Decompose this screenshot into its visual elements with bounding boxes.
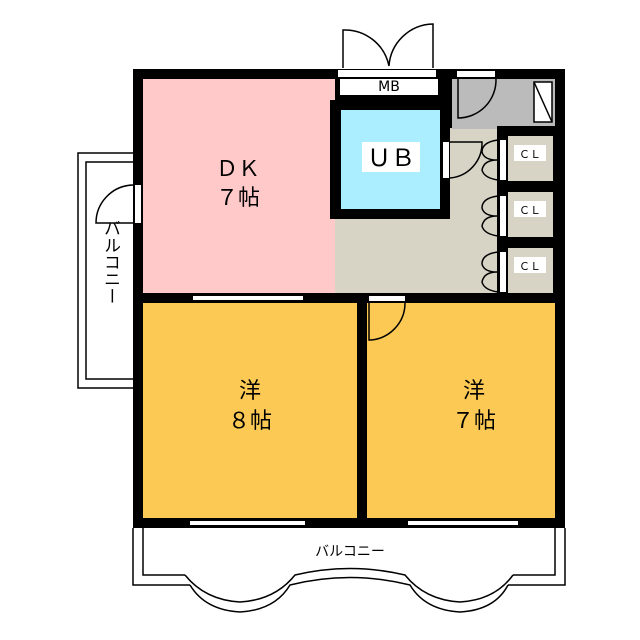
closet-label: ＣＬ bbox=[519, 204, 541, 217]
window bbox=[190, 521, 305, 525]
closet-label: ＣＬ bbox=[519, 260, 541, 273]
closets bbox=[481, 126, 565, 296]
window bbox=[193, 296, 303, 300]
dk-name: ＤＫ bbox=[216, 157, 260, 182]
balcony-door-arc bbox=[95, 184, 134, 224]
bottom-balcony-label: バルコニー bbox=[315, 544, 385, 560]
bottom-balcony bbox=[132, 528, 566, 613]
dk-door bbox=[135, 185, 141, 223]
closet-label: ＣＬ bbox=[519, 148, 541, 161]
entrance-door-arc bbox=[457, 78, 497, 119]
mb-double-door bbox=[342, 23, 434, 68]
western-left-size: ８帖 bbox=[228, 409, 272, 434]
left-balcony bbox=[77, 152, 139, 389]
western-room-right bbox=[367, 303, 555, 518]
mb-space bbox=[340, 79, 438, 95]
mb-label: MB bbox=[378, 79, 400, 95]
western-left-name: 洋 bbox=[239, 379, 261, 404]
dk-room bbox=[143, 79, 335, 293]
left-balcony-label: バルコニー bbox=[100, 220, 120, 305]
ub-label: ＵＢ bbox=[367, 144, 415, 172]
window bbox=[408, 521, 518, 525]
western-room-left bbox=[143, 303, 357, 518]
ub-door bbox=[443, 142, 449, 178]
western-right-size: ７帖 bbox=[452, 409, 496, 434]
dk-size: ７帖 bbox=[216, 186, 260, 211]
western-right-name: 洋 bbox=[463, 379, 485, 404]
right-room-door bbox=[369, 296, 405, 301]
